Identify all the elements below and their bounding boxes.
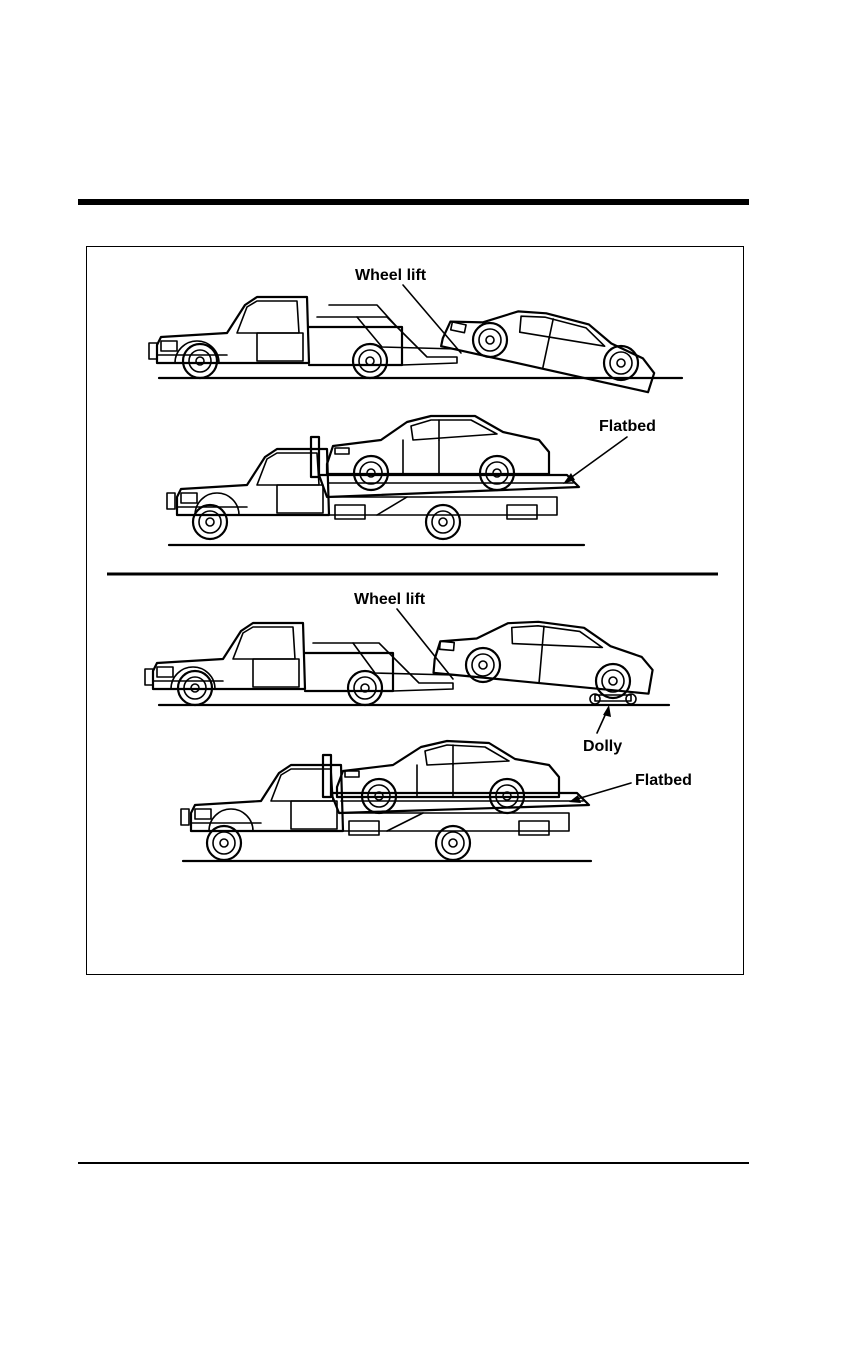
flatbed-truck-2 [181,741,591,861]
towing-figure: Wheel lift Flatbed [86,246,744,975]
dolly-arrowhead [603,705,611,717]
bottom-rule [78,1162,749,1164]
flatbed-leader-2 [577,783,631,799]
top-rule [78,199,749,205]
dolly-label: Dolly [583,738,622,755]
wheel-lift-truck-1 [149,293,682,392]
flatbed-leader-1 [569,437,627,479]
flatbed-truck-1 [167,416,584,545]
wheel-lift-truck-2 [145,613,669,705]
flatbed-label-1: Flatbed [599,418,656,435]
wheel-lift-label-2: Wheel lift [354,591,426,608]
wheel-lift-label-1: Wheel lift [355,267,427,284]
flatbed-label-2: Flatbed [635,772,692,789]
